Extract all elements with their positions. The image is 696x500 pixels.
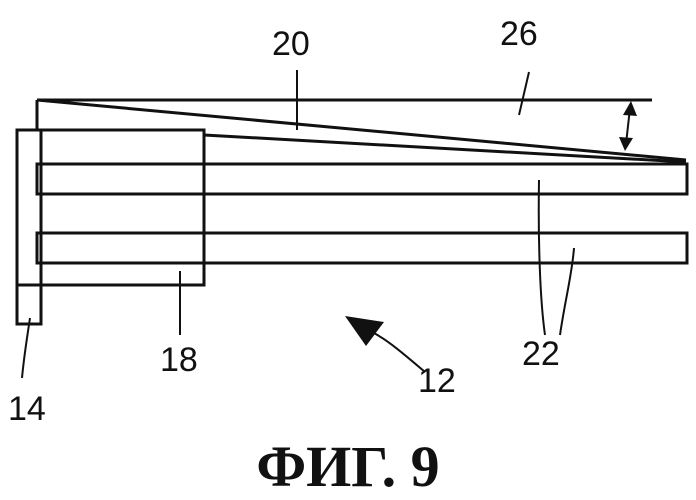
label-26: 26	[500, 15, 538, 53]
upper-plate	[37, 164, 687, 194]
mounting-post	[17, 130, 41, 324]
leader-22a	[539, 180, 545, 335]
label-18: 18	[160, 341, 198, 379]
dimension-arrowhead-bottom	[619, 137, 633, 151]
label-20: 20	[272, 25, 310, 63]
arrowhead-12	[345, 316, 384, 346]
leader-22b	[560, 248, 574, 335]
dimension-arrowhead-top	[623, 101, 637, 116]
label-22: 22	[522, 335, 560, 373]
leader-14	[22, 318, 30, 378]
lower-plate	[37, 233, 687, 263]
figure-caption: ФИГ. 9	[256, 434, 439, 499]
label-12: 12	[418, 362, 456, 400]
label-14: 14	[8, 390, 46, 428]
leader-26	[519, 72, 529, 115]
